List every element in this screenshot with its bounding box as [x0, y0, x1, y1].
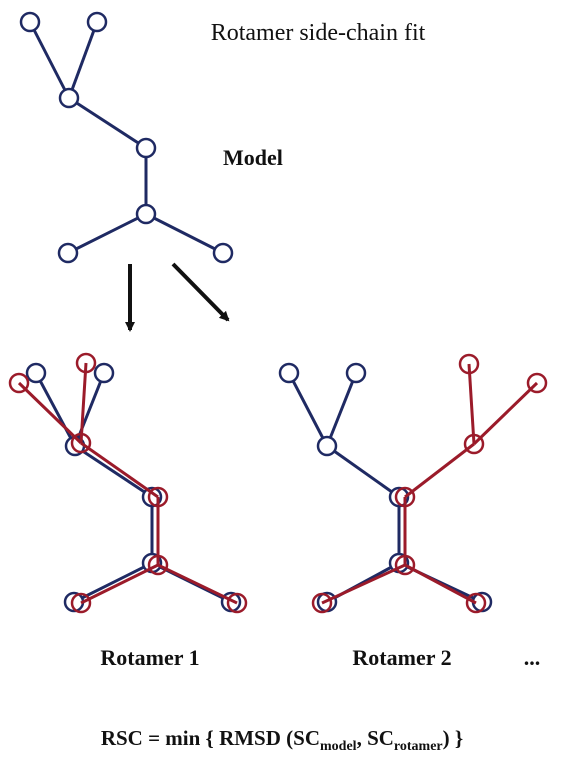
arrow-diagonal [171, 262, 230, 322]
model-atom [19, 11, 41, 33]
model-atom [135, 203, 157, 225]
rotamer-1-rotamer-chain [8, 352, 248, 614]
model-side-chain [19, 11, 234, 264]
model-label: Model [223, 145, 283, 170]
rotamer-2-label: Rotamer 2 [352, 645, 451, 670]
rotamer-1-label: Rotamer 1 [100, 645, 199, 670]
formula-middle: , SC [357, 726, 394, 750]
model-atom [135, 137, 157, 159]
model-bond [28, 21, 71, 99]
model-atom [212, 242, 234, 264]
formula-sub-model: model [320, 739, 357, 754]
model-bond [145, 212, 224, 255]
formula-suffix: ) } [443, 726, 464, 750]
model-bond [67, 212, 147, 255]
model-atom [86, 11, 108, 33]
model-bond [67, 21, 99, 99]
rsc-formula: RSC = min { RMSD (SCmodel, SCrotamer) } [101, 726, 463, 754]
ellipsis: ... [524, 645, 541, 670]
formula-prefix: RSC = min { RMSD (SC [101, 726, 320, 750]
rotamer-1-model-chain [25, 362, 242, 613]
model-atom [57, 242, 79, 264]
model-atom [58, 87, 80, 109]
formula-sub-rotamer: rotamer [394, 739, 443, 754]
arrows [125, 262, 230, 332]
model-bond [68, 96, 147, 150]
rotamer-2-rotamer-chain [311, 353, 548, 614]
figure-title: Rotamer side-chain fit [211, 20, 426, 46]
